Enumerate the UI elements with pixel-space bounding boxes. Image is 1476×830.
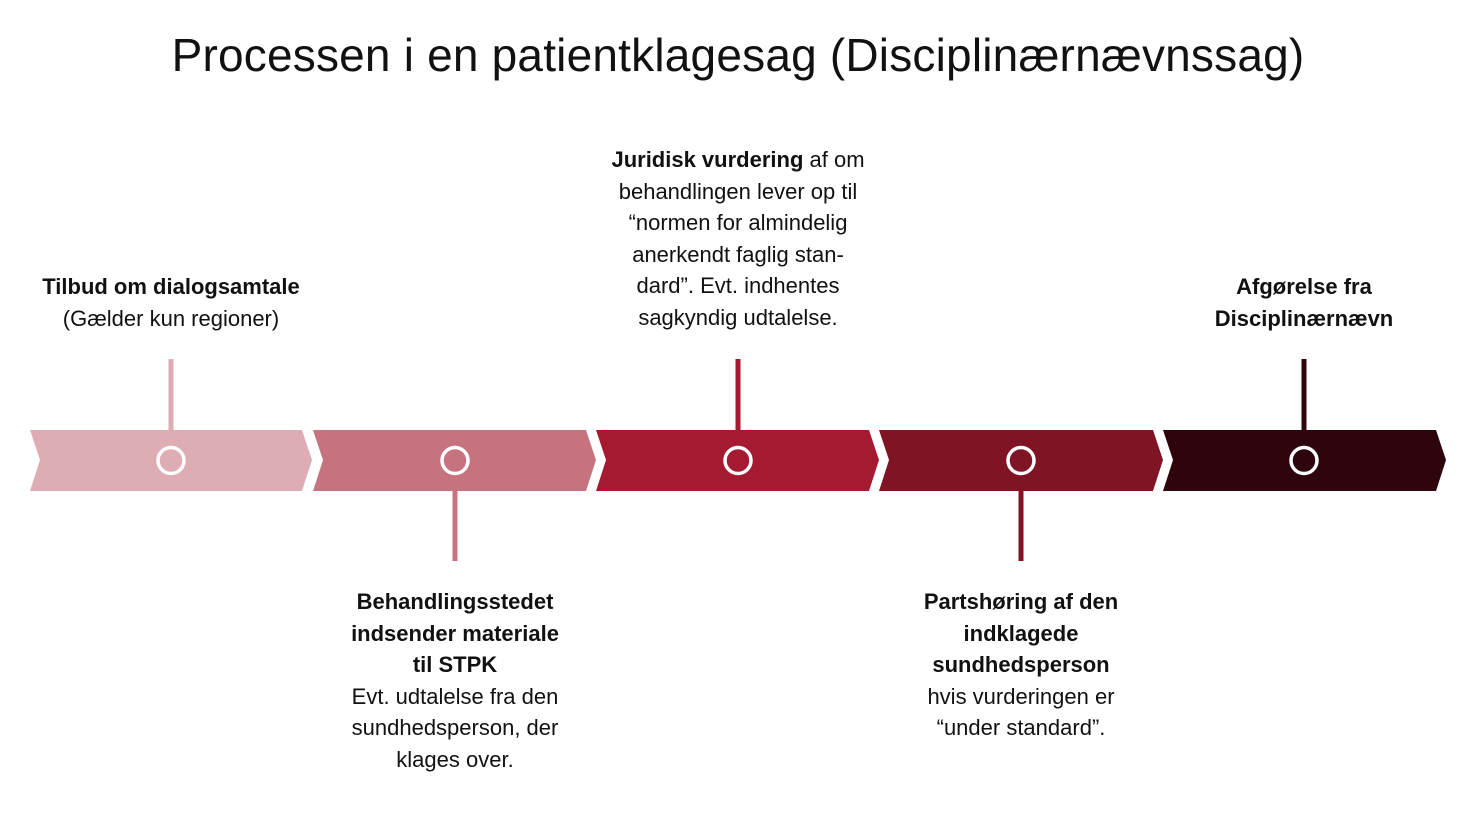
step-3-desc-line-2: “normen for almindelig <box>628 210 848 235</box>
step-2-desc-line-3: klages over. <box>396 746 514 772</box>
step-2-heading-line-1: Behandlingsstedet <box>356 589 554 614</box>
step-3-label: Juridisk vurdering af om behandlingen le… <box>611 144 864 333</box>
step-4-desc-line-1: hvis vurderingen er <box>927 683 1115 709</box>
step-3-first-line-rest: af om <box>803 147 865 172</box>
step-3-marker-circle <box>723 445 753 476</box>
step-2-desc-line-2: sundhedsperson, der <box>351 715 559 740</box>
step-4-desc-line-2: “under standard”. <box>936 715 1106 740</box>
diagram-title: Processen i en patientklagesag (Discipli… <box>171 29 1305 81</box>
step-4-marker-circle <box>1006 445 1036 476</box>
step-3-desc-line-5: sagkyndig udtalelse. <box>638 304 838 330</box>
step-3-desc-line-3: anerkendt faglig stan- <box>632 241 844 267</box>
step-4-label: Partshøring af den indklagede sundhedspe… <box>924 586 1118 744</box>
step-5-marker-circle <box>1289 445 1319 476</box>
step-5-heading-line-2: Disciplinærnævn <box>1214 305 1394 331</box>
step-1-group <box>30 359 312 491</box>
step-1-heading: Tilbud om dialogsamtale <box>42 274 300 299</box>
step-4-heading-line-2: indklagede <box>963 620 1079 646</box>
step-3-desc-line-4: dard”. Evt. indhentes <box>636 273 840 298</box>
step-4-chevron <box>879 430 1163 491</box>
step-1-marker-circle <box>156 445 186 476</box>
step-3-chevron <box>596 430 879 491</box>
step-5-heading-line-1: Afgørelse fra <box>1236 274 1372 299</box>
step-2-marker-circle <box>440 445 470 476</box>
step-2-heading-line-3: til STPK <box>412 652 498 677</box>
step-2-desc-line-1: Evt. udtalelse fra den <box>351 683 559 709</box>
step-5-label: Afgørelse fra Disciplinærnævn <box>1215 271 1393 334</box>
step-1-note: (Gælder kun regioner) <box>62 305 280 331</box>
step-4-heading-line-1: Partshøring af den <box>923 589 1119 614</box>
step-5-chevron <box>1163 430 1446 491</box>
step-3-first-line: Juridisk vurdering af om <box>611 144 864 176</box>
step-1-label: Tilbud om dialogsamtale (Gælder kun regi… <box>42 271 300 334</box>
step-4-heading-line-3: sundhedsperson <box>932 652 1110 677</box>
step-3-group <box>596 359 879 491</box>
step-3-desc-line-1: behandlingen lever op til <box>618 178 858 204</box>
step-2-group <box>313 430 596 561</box>
step-3-heading: Juridisk vurdering <box>611 147 804 172</box>
step-5-group <box>1163 359 1446 491</box>
step-1-chevron <box>30 430 312 491</box>
step-4-group <box>879 430 1163 561</box>
step-2-chevron <box>313 430 596 491</box>
step-2-heading-line-2: indsender materiale <box>351 620 559 646</box>
step-2-label: Behandlingsstedet indsender materiale ti… <box>351 586 559 775</box>
